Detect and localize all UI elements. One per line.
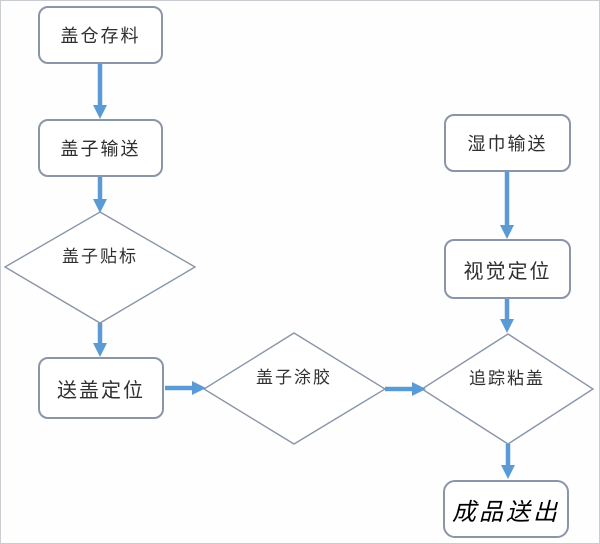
node-product-output-label: 成品送出 [452,499,560,526]
arrowhead-down-icon [500,319,514,333]
node-vision-positioning: 视觉定位 [444,239,571,299]
node-lid-convey-label: 盖子输送 [60,139,141,159]
arrowhead-down-icon [93,105,107,119]
arrowhead-right-icon [192,381,206,395]
decision-lid-gluing-label: 盖子涂胶 [256,368,332,387]
node-lid-positioning: 送盖定位 [38,357,164,419]
arrow-positioning-to-gluing [165,381,206,395]
arrowhead-down-icon [93,199,107,213]
node-wipes-convey-label: 湿巾输送 [467,134,548,154]
arrow-vision-to-capping [500,298,514,333]
node-lid-storage: 盖仓存料 [38,6,163,64]
arrowhead-down-icon [501,465,515,479]
arrow-wipes-to-vision [500,172,514,239]
arrowhead-down-icon [500,225,514,239]
arrow-storage-to-convey [93,64,107,119]
arrowhead-right-icon [412,382,426,396]
arrow-gluing-to-capping [385,382,426,396]
node-lid-positioning-label: 送盖定位 [57,379,145,402]
node-product-output: 成品送出 [443,480,569,538]
decision-tracking-capping-label: 追踪粘盖 [469,369,545,388]
arrow-labeling-to-positioning [93,323,107,357]
arrowhead-down-icon [93,343,107,357]
arrow-capping-to-output [501,444,515,479]
arrow-convey-to-labeling [93,177,107,213]
node-wipes-convey: 湿巾输送 [444,114,571,172]
node-vision-positioning-label: 视觉定位 [463,260,552,283]
decision-lid-gluing-shape [202,332,387,445]
node-lid-convey: 盖子输送 [38,119,163,177]
node-lid-storage-label: 盖仓存料 [60,26,141,46]
decision-lid-labeling-label: 盖子贴标 [62,247,138,266]
